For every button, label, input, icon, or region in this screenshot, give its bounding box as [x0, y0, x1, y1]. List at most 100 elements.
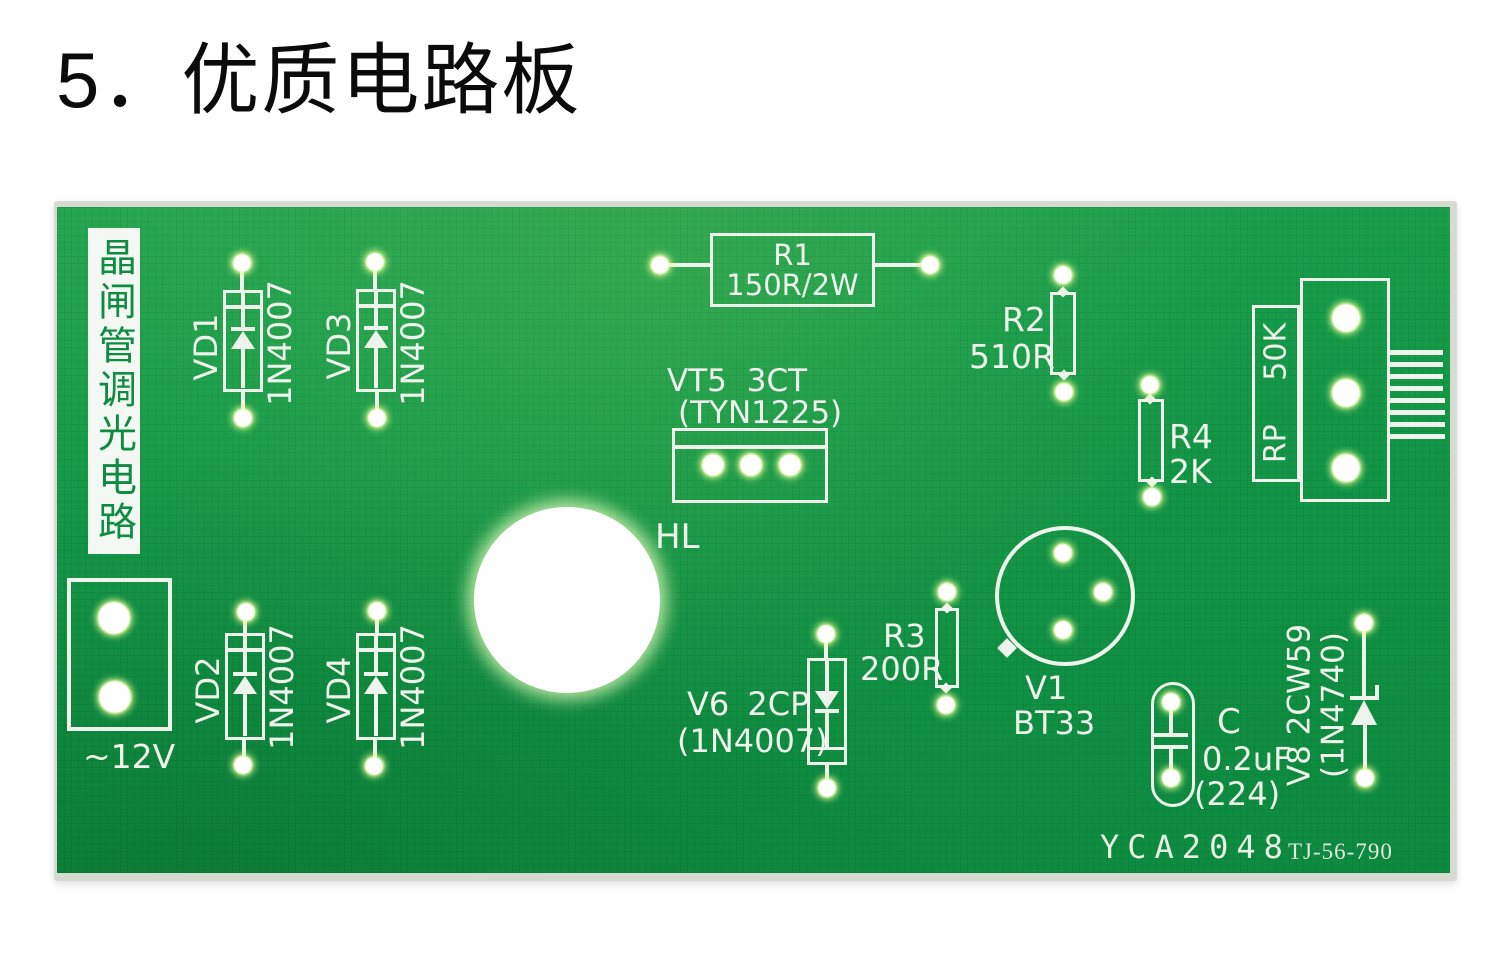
solder-pad: [1054, 266, 1072, 284]
pot-shaft-hatch: [1390, 398, 1445, 403]
diode-outline-vd4: [356, 633, 396, 740]
lead-line: [1363, 724, 1367, 772]
lead-line: [241, 390, 245, 414]
lead-line: [875, 263, 922, 267]
component-label-r1: R1: [773, 237, 812, 272]
lead-line: [240, 269, 244, 293]
solder-pad: [702, 454, 724, 476]
pcb-board: 晶闸管调光电路 ~12V VD1 1N4007: [57, 207, 1450, 873]
value-label-r3: 200R: [860, 650, 944, 688]
solder-pad: [98, 602, 130, 634]
solder-pad: [1094, 583, 1112, 601]
lead-line: [1362, 630, 1366, 696]
pot-shaft-hatch: [1390, 350, 1443, 355]
component-label-hl: HL: [655, 517, 700, 557]
component-label-v8: V8 2CW59: [1281, 623, 1318, 787]
solder-pad: [740, 454, 762, 476]
ac-input-label: ~12V: [83, 737, 176, 776]
resistor-outline-r2: [1050, 292, 1076, 375]
transistor-outline-v1: [995, 526, 1135, 666]
solder-pad: [1143, 488, 1161, 506]
zener-triangle-v8: [1351, 700, 1377, 725]
solder-pad: [817, 625, 835, 643]
component-label-v6: V6 2CP: [687, 685, 810, 723]
solder-pad: [1332, 379, 1360, 407]
component-label-vd2: VD2: [189, 656, 228, 724]
solder-pad: [237, 603, 255, 621]
component-label-c: C: [1217, 702, 1241, 742]
component-label-v1: V1: [1025, 669, 1068, 707]
solder-pad: [1162, 769, 1180, 787]
solder-pad: [779, 454, 801, 476]
lead-line: [242, 738, 246, 760]
solder-pad: [233, 254, 251, 272]
diode-outline-vd2: [225, 633, 265, 740]
solder-pad: [368, 409, 386, 427]
lamp-mounting-hole: [474, 507, 660, 693]
solder-pad: [1055, 383, 1073, 401]
code-label-c: (224): [1194, 775, 1281, 813]
part-label-vt5: (TYN1225): [678, 395, 843, 431]
diode-outline-vd1: [223, 290, 263, 392]
solder-pad: [1141, 376, 1159, 394]
component-label-vd4: VD4: [320, 656, 359, 724]
lead-line: [668, 263, 710, 267]
component-label-r4: R4: [1169, 417, 1213, 456]
pot-shaft-hatch: [1390, 374, 1443, 379]
solder-pad: [366, 253, 384, 271]
lead-line: [824, 641, 828, 661]
lead-line: [243, 618, 247, 636]
component-label-vt5: VT5 3CT: [667, 363, 808, 399]
component-label-vd3: VD3: [320, 312, 359, 380]
pot-label-box-rp: [1252, 305, 1300, 482]
solder-pad: [99, 681, 131, 713]
capacitor-plate: [1154, 733, 1188, 737]
resistor-outline-r1: R1 150R/2W: [710, 233, 875, 307]
solder-pad: [937, 696, 955, 714]
resistor-outline-r4: [1138, 399, 1164, 482]
solder-pad: [651, 256, 669, 274]
part-label-vd3: 1N4007: [394, 280, 433, 406]
board-code: TJ-56-790: [1288, 839, 1393, 864]
component-label-r2: R2: [1002, 300, 1046, 339]
zener-bar-tick: [1375, 685, 1379, 698]
lead-line: [375, 391, 379, 415]
part-label-vd4: 1N4007: [394, 624, 433, 750]
part-label-v8: (1N4740): [1315, 632, 1352, 778]
lead-line: [1169, 749, 1173, 773]
solder-pad: [1162, 693, 1180, 711]
diode-outline-v6: [807, 658, 847, 765]
pot-shaft-hatch: [1390, 386, 1443, 391]
pcb-board-edge: 晶闸管调光电路 ~12V VD1 1N4007: [54, 201, 1457, 881]
solder-pad: [1332, 454, 1360, 482]
diode-outline-vd3: [356, 289, 396, 392]
pot-shaft-hatch: [1390, 434, 1445, 439]
capacitor-outline-c: [1151, 682, 1195, 807]
solder-pad: [1054, 544, 1072, 562]
thyristor-outline-vt5: [672, 428, 828, 503]
solder-pad: [1355, 614, 1373, 632]
solder-pad: [234, 409, 252, 427]
resistor-outline-r3: [935, 608, 959, 688]
part-label-vd2: 1N4007: [263, 624, 302, 750]
component-label-r3: R3: [883, 617, 926, 655]
value-label-r1: 150R/2W: [726, 268, 859, 302]
zener-bar-v8: [1350, 696, 1379, 700]
lead-line: [1169, 708, 1173, 733]
capacitor-plate: [1154, 745, 1188, 749]
part-label-vd1: 1N4007: [261, 280, 300, 406]
solder-pad: [368, 602, 386, 620]
pot-shaft-hatch: [1390, 410, 1445, 415]
lead-line: [373, 738, 377, 761]
page-title: 5．优质电路板: [56, 36, 582, 124]
component-label-vd1: VD1: [187, 313, 226, 381]
value-label-r2: 510R: [969, 337, 1055, 376]
pot-shaft-hatch: [1390, 362, 1443, 367]
component-label-rp: RP 50K: [1258, 322, 1294, 464]
solder-pad: [818, 779, 836, 797]
lead-line: [825, 763, 829, 781]
value-label-c: 0.2uF: [1202, 740, 1292, 778]
solder-pad: [365, 757, 383, 775]
pot-outline-rp: [1300, 278, 1390, 502]
